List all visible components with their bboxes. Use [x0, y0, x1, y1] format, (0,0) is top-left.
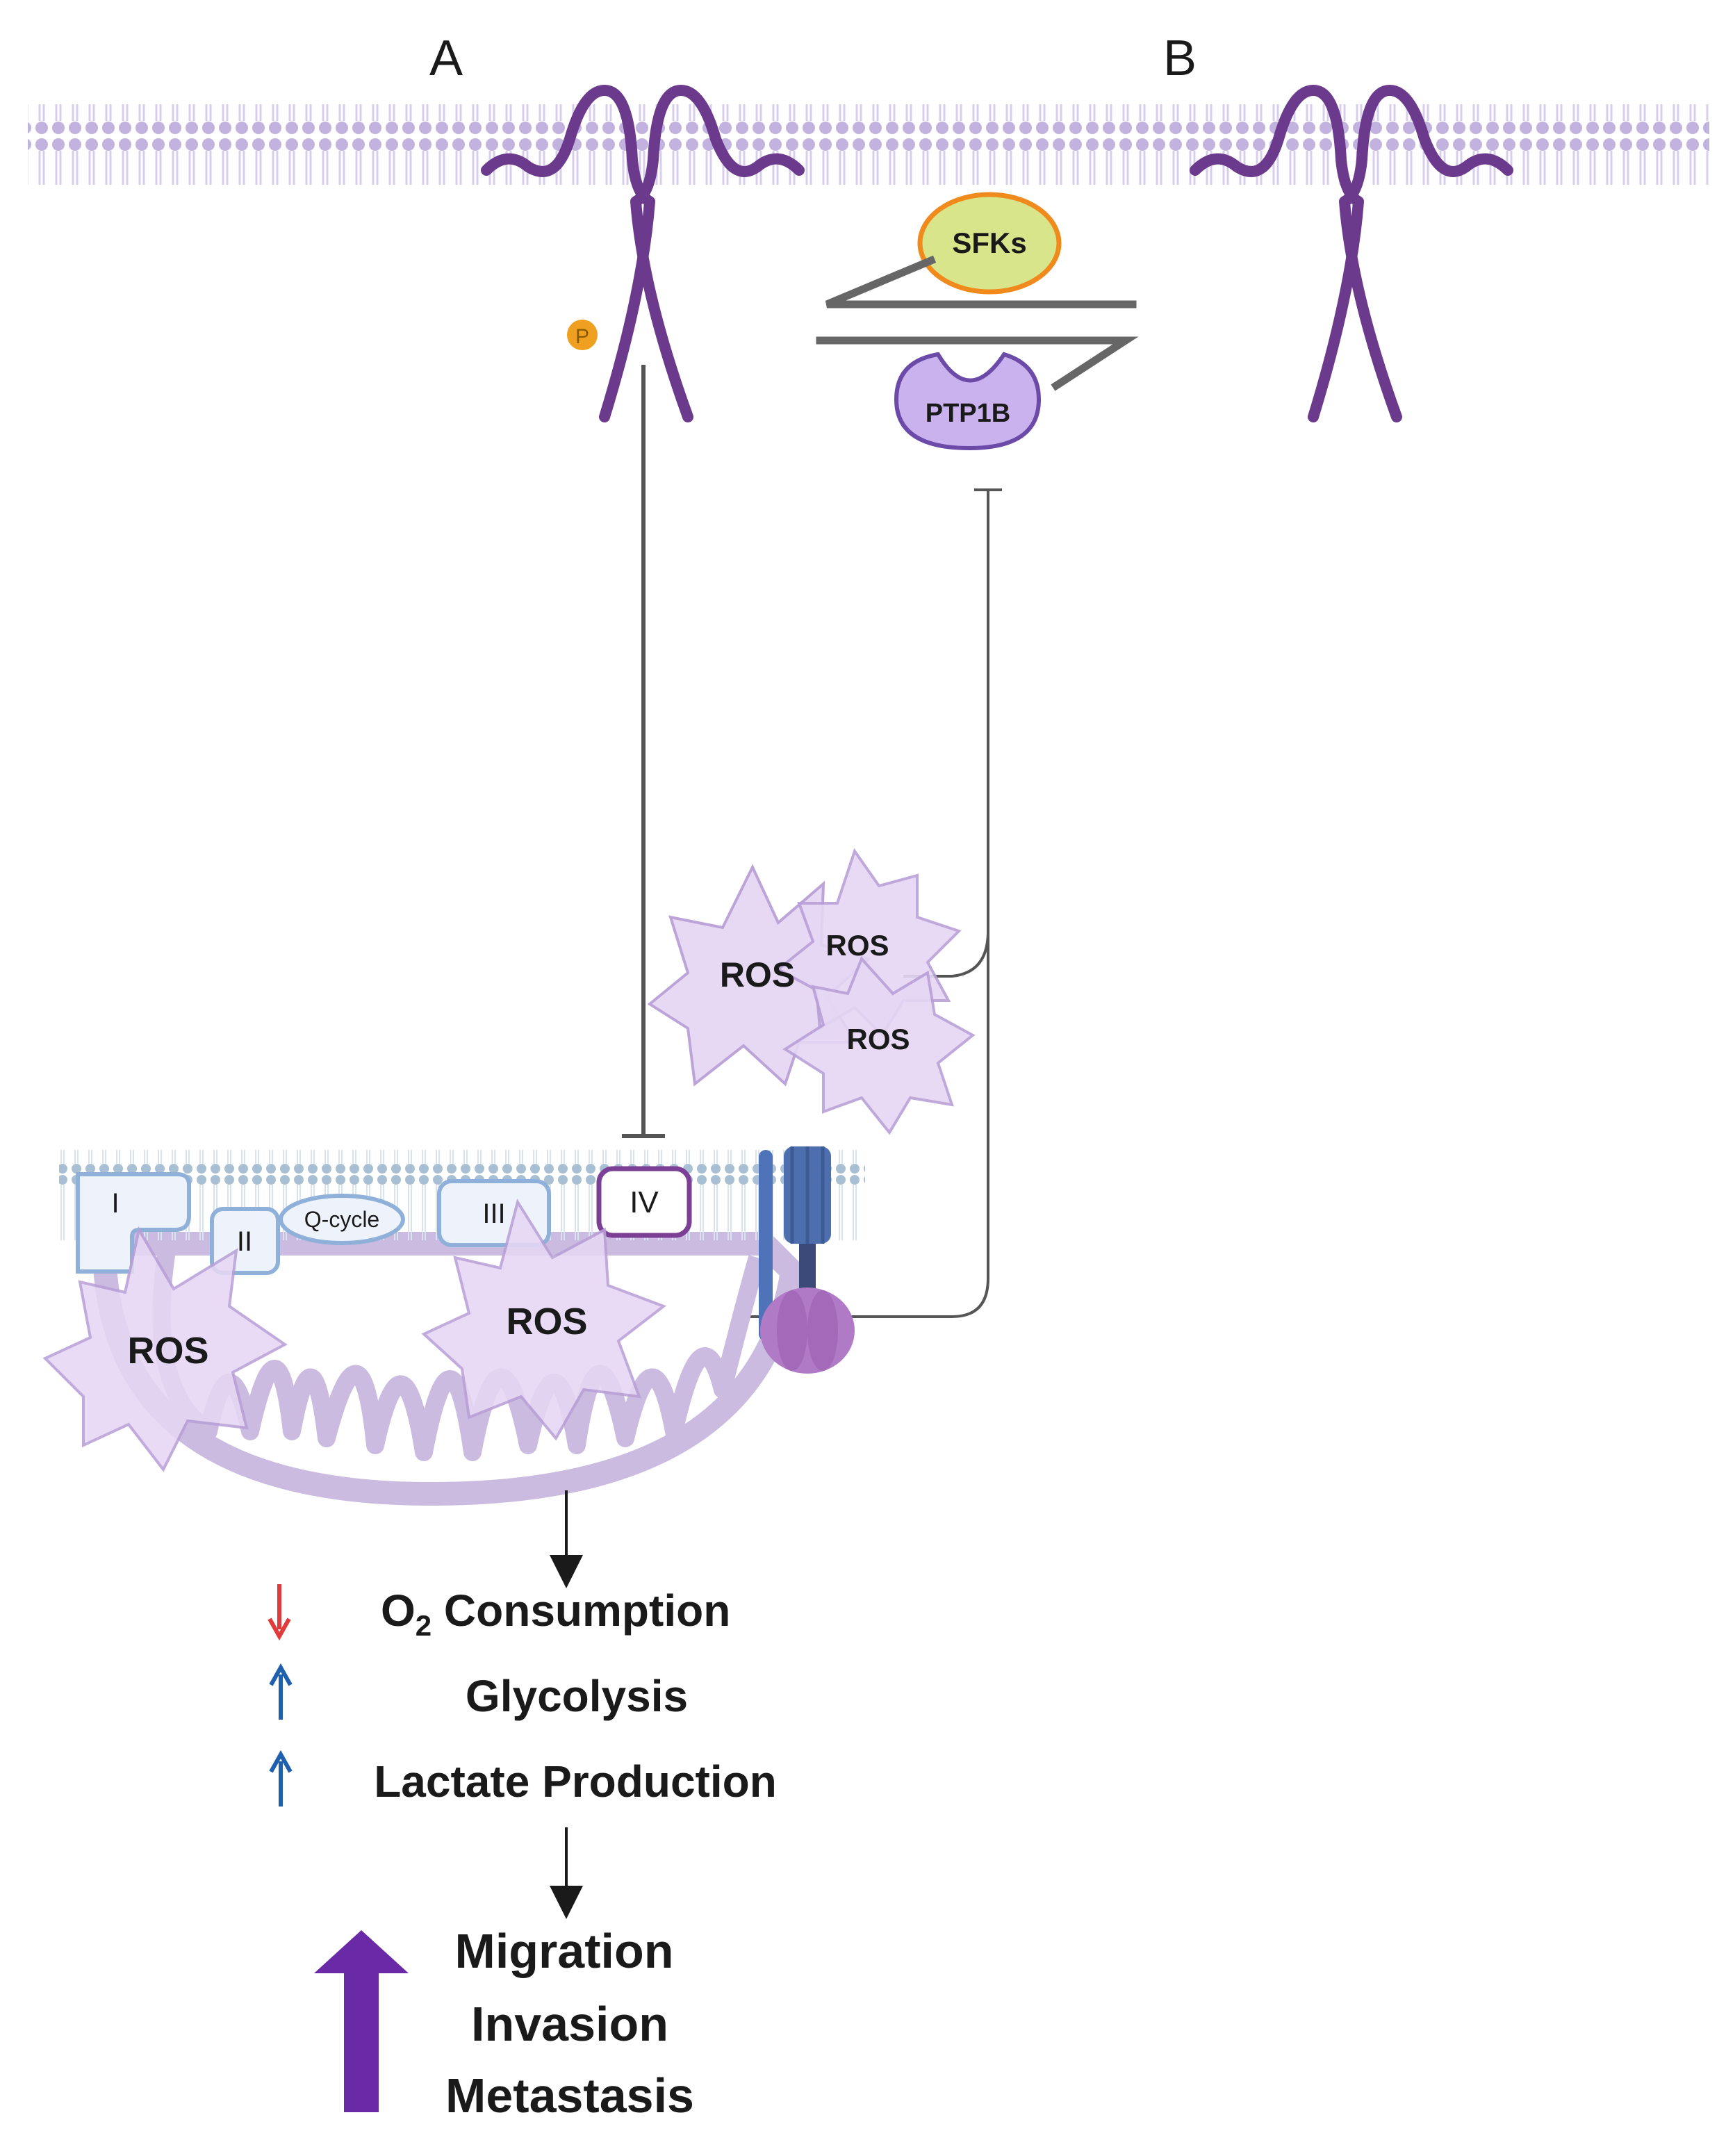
invasion-label: Invasion: [471, 1997, 668, 2051]
receptor-b: [1190, 85, 1513, 422]
sfks-label: SFKs: [952, 227, 1026, 259]
metastasis-label: Metastasis: [445, 2068, 694, 2123]
panel-label-b: B: [1163, 31, 1197, 86]
ros-cluster-bottom-star: [782, 956, 976, 1135]
receptor-a: [481, 85, 805, 422]
ros-cluster-left-label: ROS: [720, 955, 795, 994]
ros-cluster: ROS ROS ROS: [647, 848, 976, 1135]
ros-mito-left-label: ROS: [127, 1330, 208, 1372]
panel-label-a: A: [429, 31, 463, 86]
ros-mito-center-star: [421, 1199, 667, 1441]
phosphate-icon: [567, 320, 598, 350]
inhibition-line-a: [622, 365, 665, 1138]
atp-synthase: [759, 1146, 855, 1374]
complex-iv: [596, 1166, 692, 1238]
sfks-protein: [917, 192, 1062, 295]
mitochondrion-cristae: [152, 1249, 766, 1461]
ptp1b-protein: [894, 352, 1042, 451]
complex-iii-label: III: [482, 1199, 505, 1229]
complex-ii-label: II: [237, 1226, 252, 1257]
up-arrow-icon-glycolysis: [269, 1663, 293, 1720]
inhibition-line-b: [743, 488, 1002, 1318]
ros-cluster-bottom-label: ROS: [846, 1023, 910, 1055]
migration-label: Migration: [455, 1924, 674, 1978]
up-arrow-icon-lactate: [269, 1750, 293, 1807]
complex-i: [76, 1172, 191, 1274]
ptp1b-label: PTP1B: [926, 399, 1010, 428]
q-cycle: [279, 1194, 405, 1245]
o2-consumption-label: O2 Consumption: [381, 1586, 730, 1642]
ros-cluster-top-label: ROS: [825, 929, 889, 962]
equilibrium-arrows: [816, 255, 1139, 391]
complex-i-label: I: [111, 1188, 119, 1219]
ros-mito-center-label: ROS: [506, 1301, 587, 1342]
q-cycle-label: Q-cycle: [304, 1207, 379, 1232]
glycolysis-label: Glycolysis: [466, 1671, 688, 1721]
big-up-arrow-icon: [314, 1930, 409, 2112]
phosphate-label: P: [575, 325, 589, 348]
down-arrow-icon: [268, 1584, 291, 1641]
ros-mito-left-star: [42, 1226, 288, 1472]
complex-iv-label: IV: [630, 1185, 659, 1219]
lactate-production-label: Lactate Production: [374, 1756, 777, 1807]
